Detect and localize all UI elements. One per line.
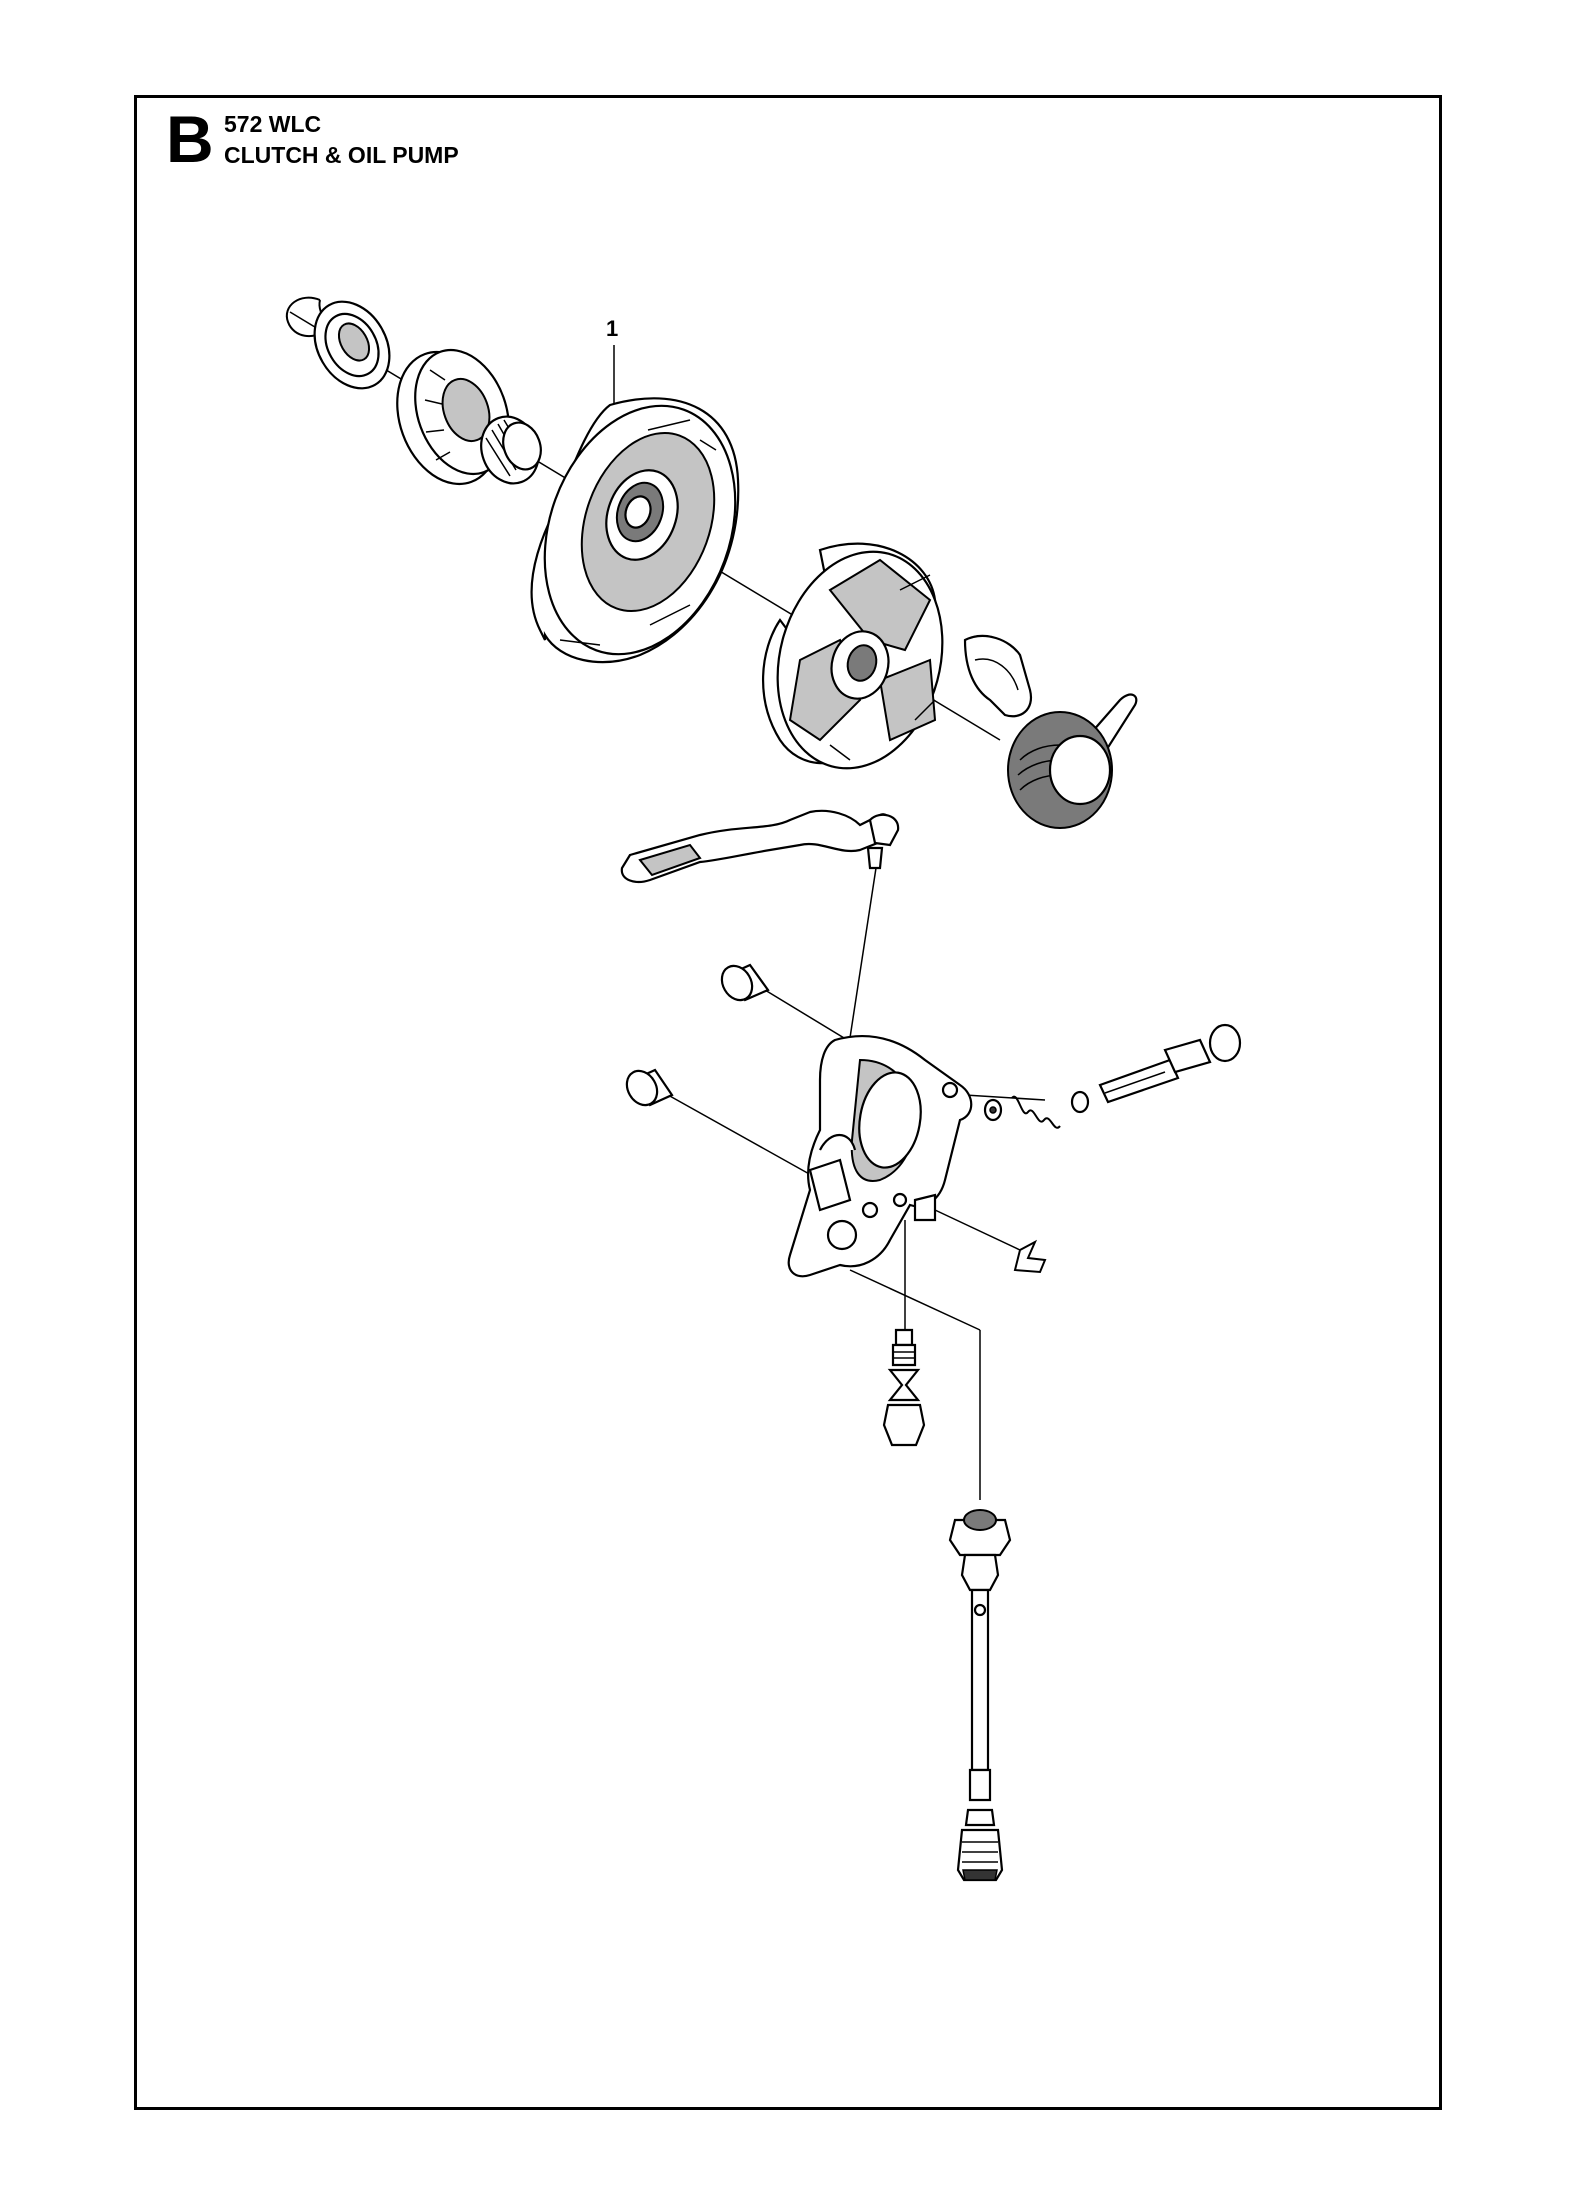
lower-screw-leader (667, 1094, 821, 1181)
oil-filter-part (956, 1808, 1004, 1882)
needle-bearing-part (480, 415, 542, 485)
clutch-spring-part (963, 635, 1033, 718)
piston-leader (964, 1094, 1046, 1101)
oil-hose-part (948, 1509, 1012, 1802)
model-title: 572 WLC (224, 111, 322, 137)
washer-part (313, 300, 391, 390)
worm-gear-part (1007, 693, 1138, 829)
callout-number: 1 (606, 316, 619, 341)
clutch-assembly-part (762, 542, 944, 770)
clutch-drum-part (530, 397, 740, 664)
oil-pump-part (787, 1034, 973, 1278)
hose-leader-a (849, 1269, 981, 1331)
pump-screw-lower-part (625, 1068, 674, 1107)
pump-screw-upper-part (720, 963, 770, 1002)
oil-pipe-part (620, 809, 900, 884)
section-letter: B (166, 102, 214, 176)
diagram-frame (134, 95, 1442, 2110)
spring-clip-part (1013, 1239, 1047, 1274)
hook-leader (934, 1209, 1021, 1251)
pump-piston-part (983, 1023, 1242, 1129)
section-title: CLUTCH & OIL PUMP (224, 142, 459, 168)
adjusting-screw-part (882, 1328, 926, 1447)
